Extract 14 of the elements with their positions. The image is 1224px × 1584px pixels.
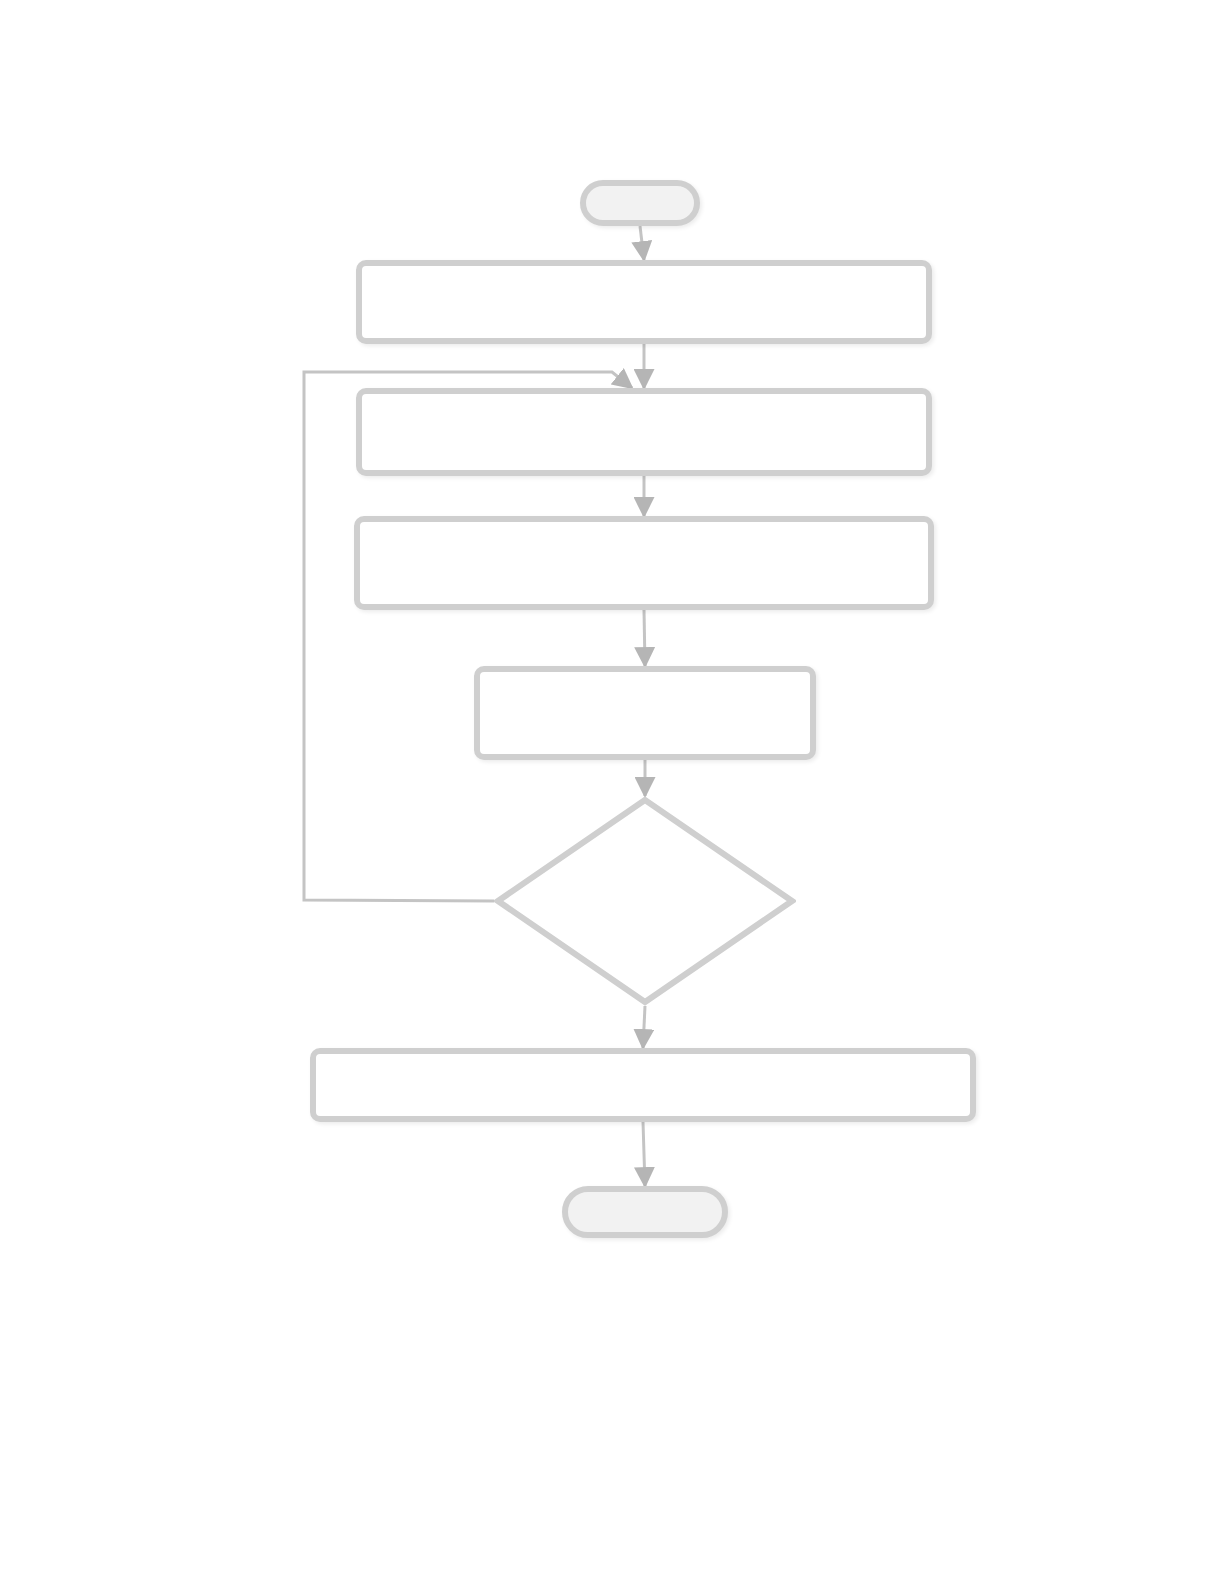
- arrow: [631, 225, 653, 263]
- arrow: [633, 344, 655, 391]
- arrow: [634, 609, 656, 669]
- process-box: [356, 260, 932, 344]
- arrow: [634, 760, 656, 799]
- process-box: [354, 516, 934, 610]
- arrow: [633, 476, 655, 519]
- arrow: [302, 368, 634, 903]
- arrow: [633, 1005, 655, 1051]
- decision-diamond: [494, 796, 796, 1006]
- process-box: [474, 666, 816, 760]
- process-box: [310, 1048, 976, 1122]
- process-box: [356, 388, 932, 476]
- arrow: [633, 1121, 655, 1189]
